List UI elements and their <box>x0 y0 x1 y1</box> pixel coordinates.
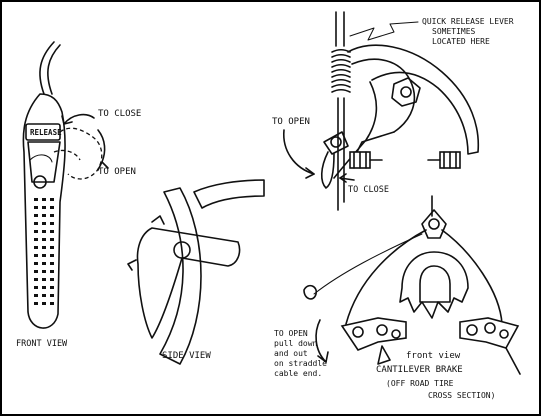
grip-dot <box>34 198 38 201</box>
cantilever-brake-label: CANTILEVER BRAKE <box>376 365 463 375</box>
qr-label-line3: LOCATED HERE <box>432 37 490 46</box>
grip-dot <box>42 262 46 265</box>
grip-dot <box>34 286 38 289</box>
grip-dot <box>42 246 46 249</box>
grip-dot <box>42 222 46 225</box>
grip-dot <box>50 262 54 265</box>
grip-dot <box>42 270 46 273</box>
grip-dot <box>34 230 38 233</box>
grip-dot <box>50 238 54 241</box>
pull-down-line1: pull down <box>274 339 318 348</box>
to-open-label-right: TO OPEN <box>272 117 310 127</box>
grip-dot <box>42 302 46 305</box>
to-close-label-left: TO CLOSE <box>98 109 141 119</box>
tire-label-line2: CROSS SECTION) <box>428 391 495 400</box>
grip-dot <box>50 230 54 233</box>
qr-pointer-line <box>349 21 419 41</box>
grip-dot <box>42 198 46 201</box>
coil-turn <box>331 83 351 88</box>
to-open-arrow-left <box>97 129 106 163</box>
grip-dot <box>34 222 38 225</box>
brake-lever-front-view <box>22 41 109 329</box>
to-open-arrow-bottom <box>315 319 327 363</box>
release-label: RELEASE <box>30 128 62 137</box>
grip-dot <box>42 254 46 257</box>
coil-turn <box>331 68 351 73</box>
to-open-label-left: TO OPEN <box>98 167 136 177</box>
grip-dot <box>50 246 54 249</box>
cable-spring-coil <box>331 48 351 93</box>
brake-lever-side-view <box>127 179 265 365</box>
to-close-arrow-right <box>339 177 355 181</box>
grip-dot <box>34 214 38 217</box>
grip-dot <box>42 238 46 241</box>
grip-dot <box>50 278 54 281</box>
front-view-label-right: front view <box>406 351 461 361</box>
grip-dot <box>42 294 46 297</box>
grip-dots <box>34 198 54 305</box>
pull-down-line4: cable end. <box>274 369 322 378</box>
grip-dot <box>34 254 38 257</box>
grip-dot <box>50 222 54 225</box>
coil-turn <box>331 58 351 63</box>
coil-turn <box>331 53 351 58</box>
grip-dot <box>34 270 38 273</box>
grip-dot <box>50 302 54 305</box>
coil-turn <box>331 63 351 68</box>
to-close-label-right: TO CLOSE <box>348 185 389 195</box>
to-open-arrow-right <box>283 129 315 175</box>
grip-dot <box>34 294 38 297</box>
grip-dot <box>50 294 54 297</box>
front-view-label-left: FRONT VIEW <box>16 339 68 349</box>
grip-dot <box>34 206 38 209</box>
coil-turn <box>331 73 351 78</box>
grip-dot <box>34 246 38 249</box>
grip-dot <box>50 270 54 273</box>
to-close-arrow-left <box>63 113 95 125</box>
pull-down-line2: and out <box>274 349 308 358</box>
grip-dot <box>42 206 46 209</box>
grip-dot <box>42 278 46 281</box>
side-view-label: SIDE VIEW <box>162 351 211 361</box>
grip-dot <box>42 230 46 233</box>
cantilever-brake <box>303 195 521 375</box>
grip-dot <box>50 214 54 217</box>
grip-dot <box>50 206 54 209</box>
caliper-brake <box>283 11 480 211</box>
pull-down-line3: on straddle <box>274 359 327 368</box>
grip-dot <box>34 238 38 241</box>
qr-label-line2: SOMETIMES <box>432 27 476 36</box>
to-open-label-bottom: TO OPEN <box>274 329 308 338</box>
grip-dot <box>42 214 46 217</box>
qr-label-line1: QUICK RELEASE LEVER <box>422 17 514 26</box>
grip-dot <box>50 286 54 289</box>
coil-turn <box>331 88 351 93</box>
straddle-cable-end <box>313 233 423 295</box>
grip-dot <box>34 302 38 305</box>
grip-dot <box>34 262 38 265</box>
grip-dot <box>50 198 54 201</box>
grip-dot <box>50 254 54 257</box>
coil-turn <box>331 78 351 83</box>
tire-label-line1: (OFF ROAD TIRE <box>386 379 454 388</box>
grip-dot <box>42 286 46 289</box>
grip-dot <box>34 278 38 281</box>
